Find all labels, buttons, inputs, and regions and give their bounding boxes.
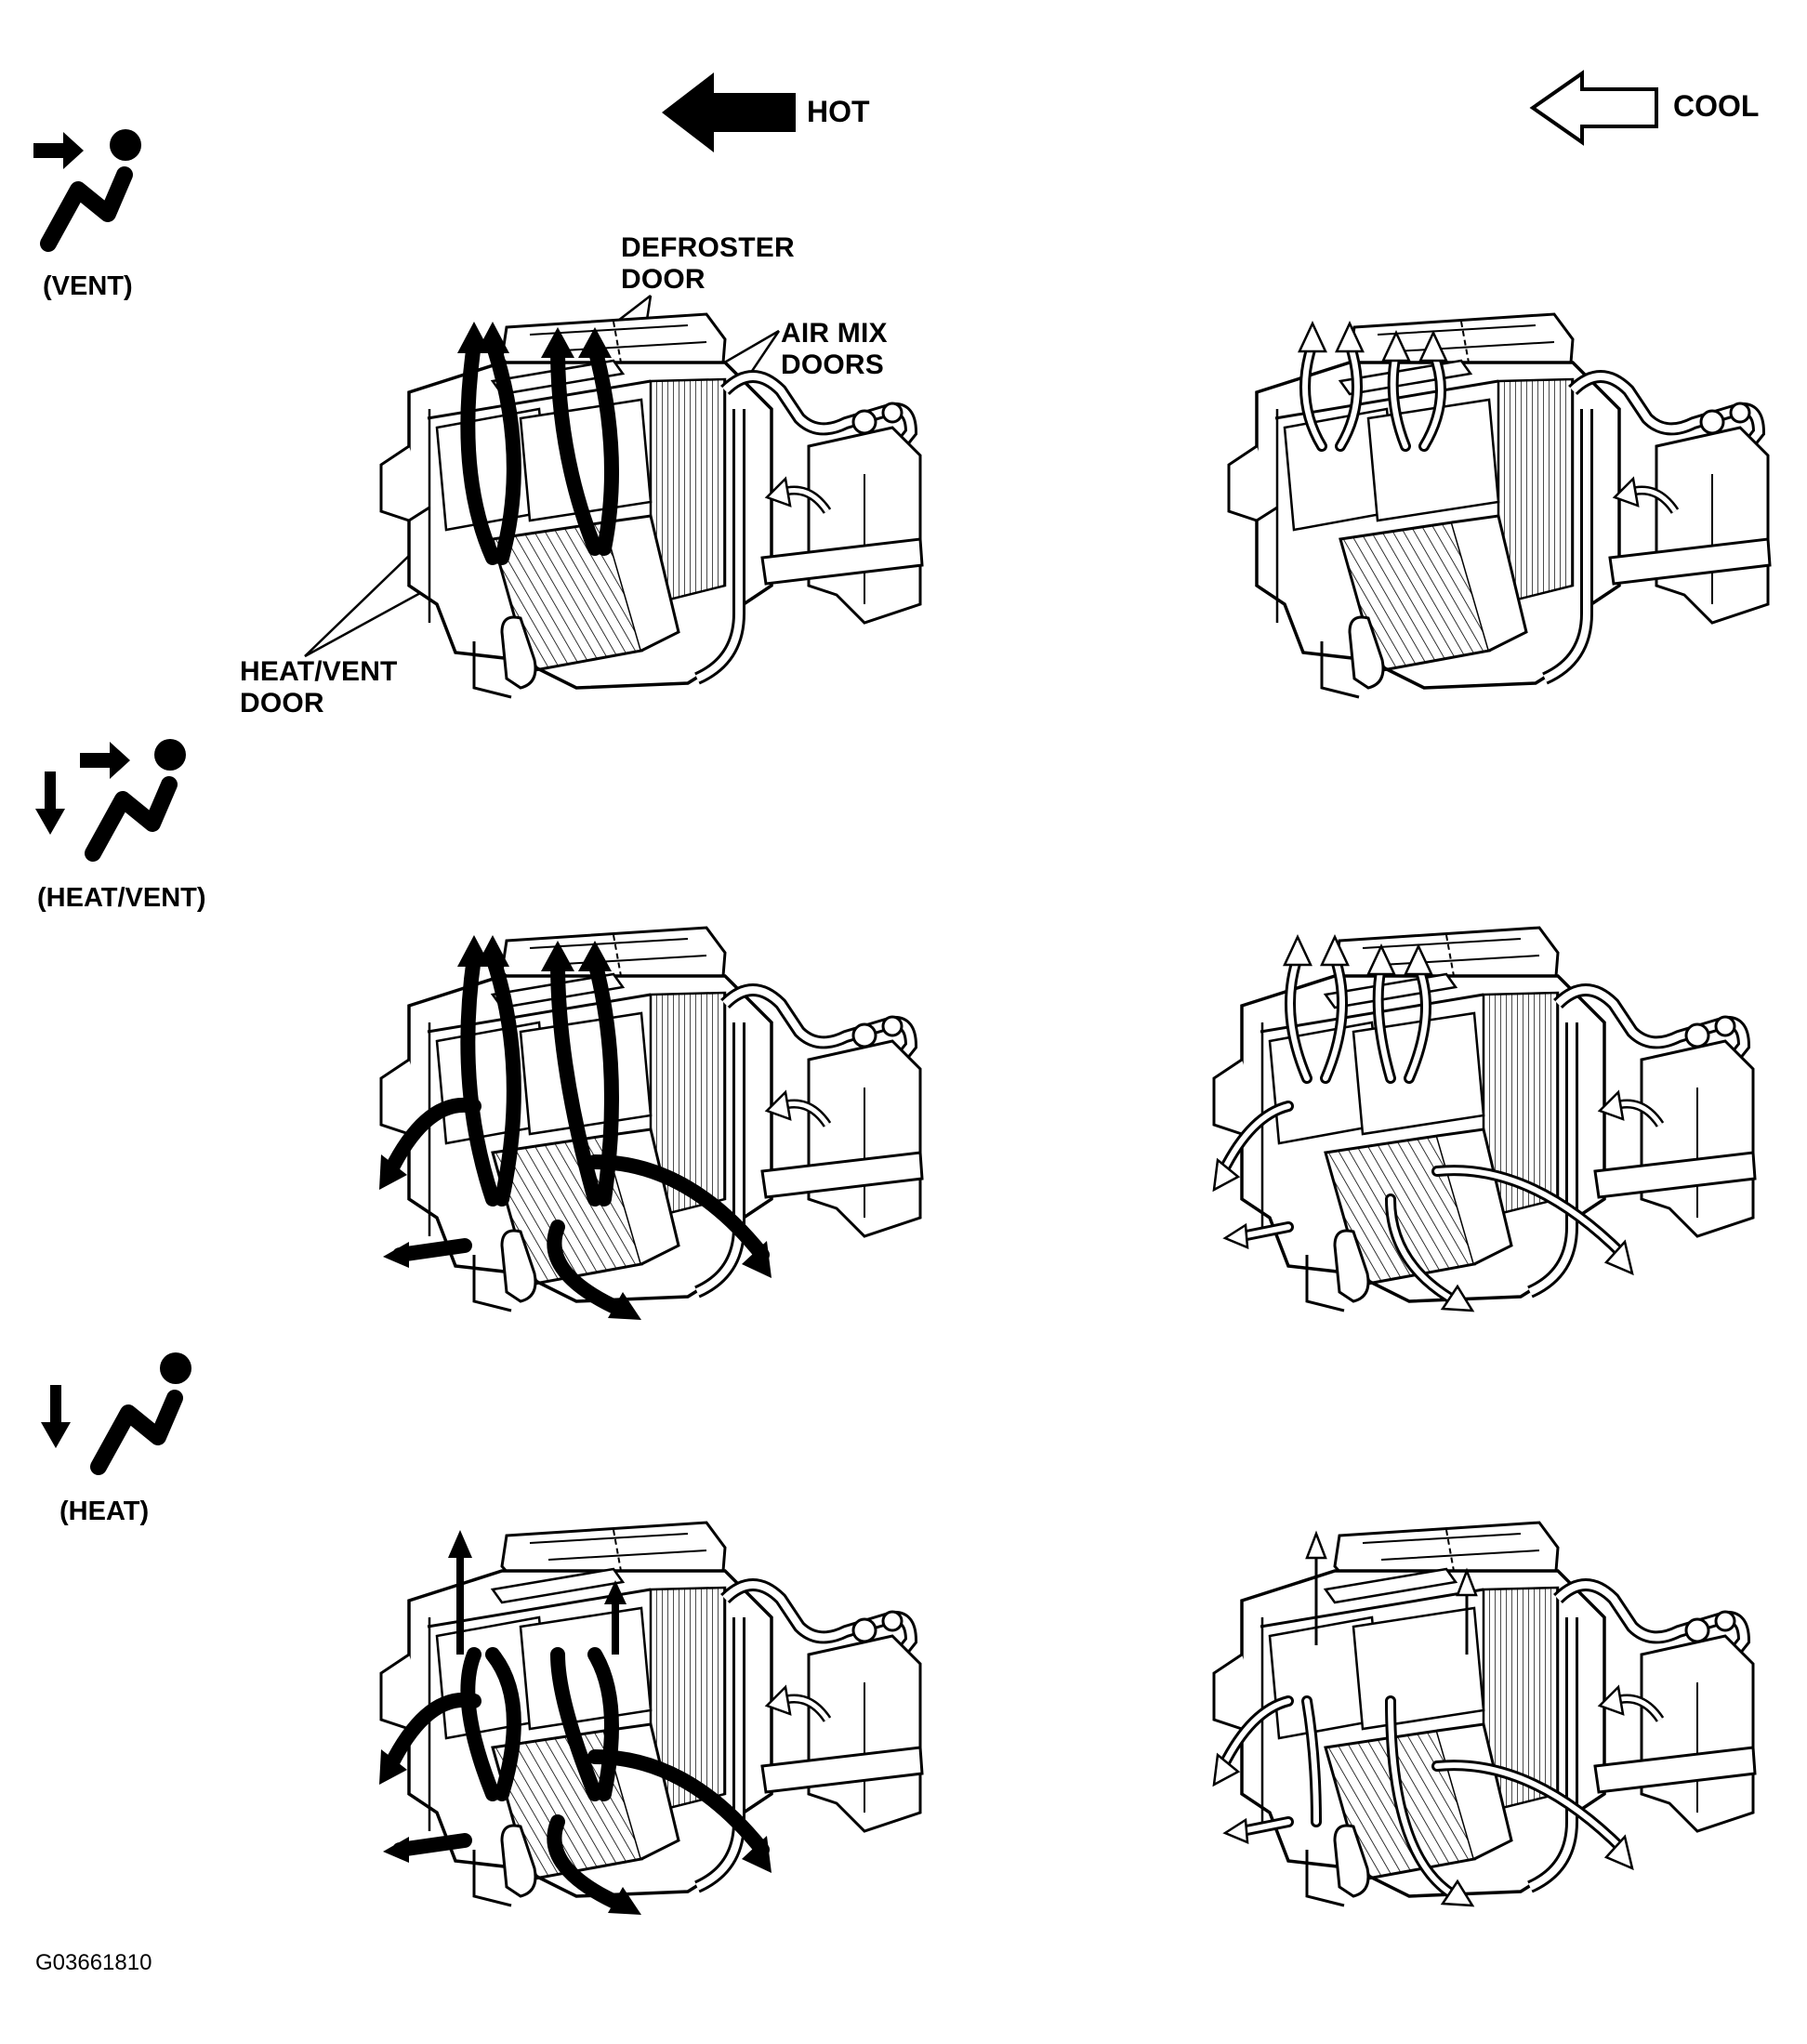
cool-heat-vent-heater-unit [1205,920,1781,1348]
hot-legend-label: HOT [807,95,870,128]
hot-heat-heater-unit [372,1515,930,1915]
hot-vent-heater-unit [372,307,930,716]
vent-mode-icon [33,129,141,252]
cool-legend-label: COOL [1673,89,1760,123]
heat-vent-mode-icon [35,739,186,862]
heat-mode-icon [41,1352,191,1475]
heat-vent-door-label: HEAT/VENT DOOR [240,656,398,719]
hot-heat-vent-heater-unit [372,920,930,1320]
vent-mode-label: (VENT) [43,271,133,301]
cool-vent-heater-unit [1220,307,1777,716]
cool-arrow-icon [1529,70,1658,146]
defroster-door-label: DEFROSTER DOOR [621,232,795,295]
figure-id: G03661810 [35,1950,152,1975]
heat-mode-label: (HEAT) [59,1497,150,1526]
hot-arrow-icon [662,73,796,152]
heat-vent-mode-label: (HEAT/VENT) [37,883,206,913]
cool-heat-heater-unit [1205,1515,1781,1943]
air-mix-doors-label: AIR MIX DOORS [781,318,888,380]
